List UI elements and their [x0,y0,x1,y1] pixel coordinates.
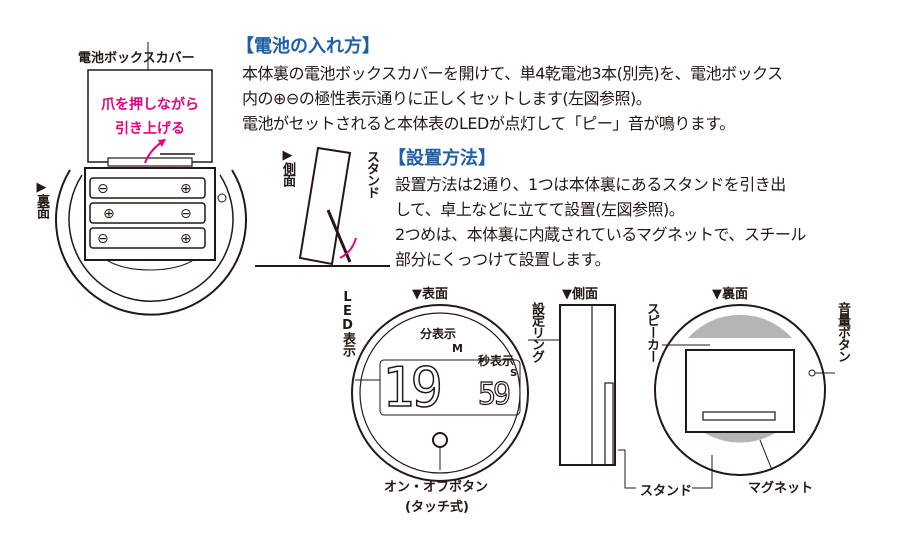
svg-text:⊕: ⊕ [180,181,192,197]
front-view-illustration [351,304,560,482]
svg-text:⊖: ⊖ [180,206,192,222]
speaker-label: スピーカー [644,302,659,362]
stand-side-illustration [255,146,390,267]
back-view-label: ▼裏面 [712,287,748,302]
battery-section-body: 本体裏の電池ボックスカバーを開けて、単4乾電池3本(別売)を、電池ボックス 内の… [242,61,783,136]
second-display-label: 秒表示 [478,354,515,368]
battery-line-2: 内の⊕⊖の極性表示通りに正しくセットします(左図参照)。 [242,89,652,108]
svg-text:⊕: ⊕ [180,231,192,247]
battery-device-illustration [55,42,247,316]
battery-cover-label: 電池ボックスカバー [78,51,195,66]
setup-line-2: して、卓上などに立てて設置(左図参照)。 [395,200,685,219]
led-display-label: LED表示 [340,290,355,356]
side-stand-label: スタンド [640,484,693,499]
minutes-digits: 19 [381,355,444,420]
battery-line-3: 電池がセットされると本体表のLEDが点灯して「ピー」音が鳴ります。 [242,114,735,133]
setup-section-title: 【設置方法】 [388,148,496,169]
volume-button-label: 音量ボタン [835,302,850,362]
setup-line-4: 部分にくっつけて設置します。 [395,250,611,269]
back-side-label: ▶裏面 [34,180,49,218]
side-view-label: ▼側面 [562,287,598,302]
side-view-illustration [559,304,636,489]
setup-section-body: 設置方法は2通り、1つは本体裏にあるスタンドを引き出 して、卓上などに立てて設置… [395,172,806,272]
setup-line-3: 2つめは、本体裏に内蔵されているマグネットで、スチール [395,225,806,244]
seconds-digits: 59 [477,376,511,412]
side-label: ▶側面 [280,148,295,186]
minute-display-label: 分表示 [420,327,457,341]
front-view-label: ▼表面 [412,287,448,302]
touch-type-label: (タッチ式) [405,500,469,515]
setup-line-1: 設置方法は2通り、1つは本体裏にあるスタンドを引き出 [395,175,786,194]
minute-unit: M [452,342,463,355]
stand-label: スタンド [364,150,379,198]
svg-text:⊖: ⊖ [97,231,109,247]
svg-text:⊖: ⊖ [97,181,109,197]
battery-line-1: 本体裏の電池ボックスカバーを開けて、単4乾電池3本(別売)を、電池ボックス [242,64,783,83]
svg-text:⊕: ⊕ [103,206,115,222]
battery-polarity-marks: ⊖ ⊕ ⊕ ⊖ ⊖ ⊕ [97,181,192,247]
second-unit: S [510,368,518,379]
back-view-illustration [654,304,835,489]
cover-instruction-line2: 引き上げる [115,121,185,137]
on-off-button-label: オン・オフボタン [384,480,489,495]
cover-instruction-line1: 爪を押しながら [101,97,199,113]
magnet-label: マグネット [748,481,814,496]
setting-ring-label: 設定リング [529,302,544,362]
battery-section-title: 【電池の入れ方】 [236,36,380,57]
